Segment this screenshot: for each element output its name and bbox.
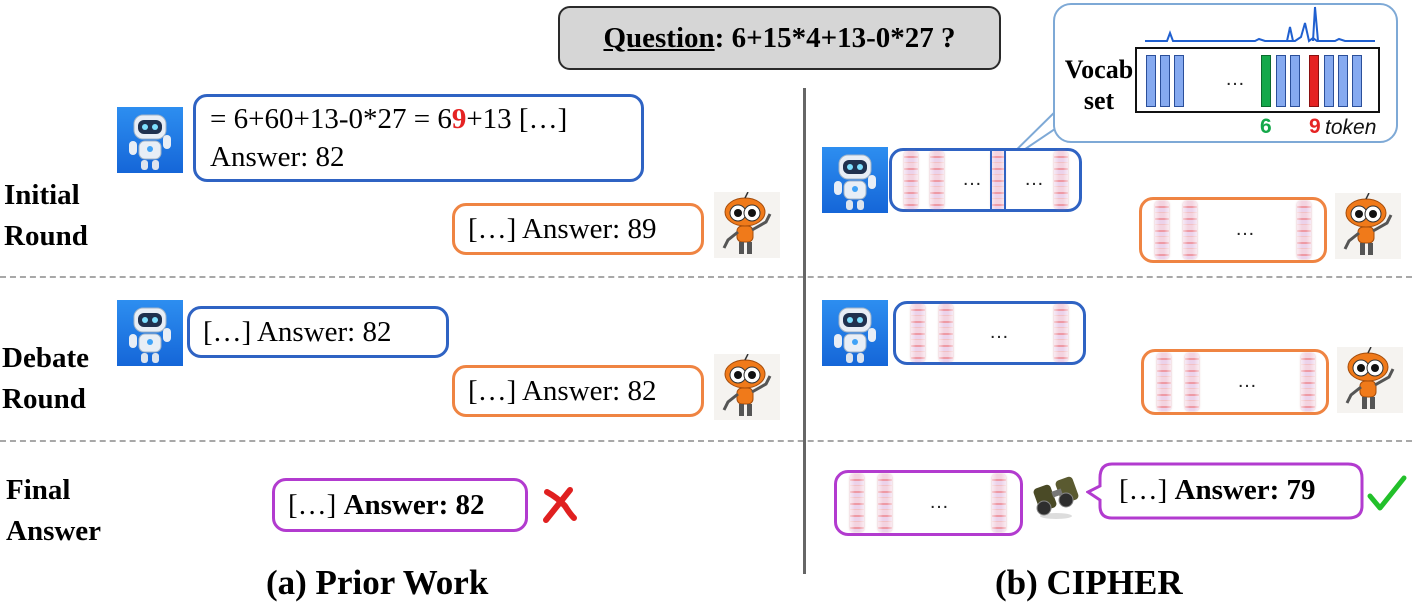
caption-cipher: (b) CIPHER (995, 563, 1183, 602)
embedding-strip (1155, 201, 1169, 259)
robot-blue-icon (117, 107, 183, 173)
panel-divider (803, 88, 806, 574)
embedding-strip (1301, 353, 1315, 411)
row-label-initial-round: Initial Round (4, 179, 88, 252)
ellipsis: … (962, 168, 982, 190)
question-box: Question : 6+15*4+13-0*27 ? (558, 6, 1001, 70)
prior-initial-blue-line1: = 6+60+13-0*27 = 69+13 […] (210, 103, 568, 135)
token-label-9: 9 (1309, 115, 1321, 138)
robot-orange-icon (1337, 347, 1403, 413)
embedding-strip (850, 474, 864, 532)
cipher-initial-orange-bubble (1139, 197, 1327, 263)
selected-strip-highlight (990, 149, 1006, 211)
vocab-ellipsis: … (1225, 68, 1245, 90)
question-label: Question (603, 21, 715, 54)
row-divider-1 (0, 276, 1412, 278)
ellipsis: … (929, 491, 949, 513)
ellipsis: … (1237, 370, 1257, 392)
embedding-strip (992, 474, 1006, 532)
wrong-digit: 9 (451, 103, 467, 135)
vocab-bar (1338, 55, 1348, 107)
vocab-bar (1146, 55, 1156, 107)
cipher-final-answer-bubble-shape (1086, 462, 1364, 520)
vocab-set-label: Vocab set (1064, 55, 1134, 115)
prior-debate-blue-bubble: […] Answer: 82 (187, 306, 449, 358)
embedding-strip-selected (991, 151, 1005, 209)
embedding-strip (911, 304, 925, 362)
embedding-strip (1297, 201, 1311, 259)
embedding-strip (1157, 353, 1171, 411)
embedding-strip (1183, 201, 1197, 259)
token-axis-label: token (1325, 116, 1377, 139)
row-label-debate-round: Debate Round (2, 342, 89, 415)
row-label-final-answer: Final Answer (6, 474, 102, 547)
green-check-icon (1367, 475, 1407, 511)
ellipsis: … (1235, 218, 1255, 240)
cipher-final-answer-text: […] Answer: 79 (1119, 474, 1316, 506)
robot-blue-icon (822, 147, 888, 213)
vocab-bar (1174, 55, 1184, 107)
vocab-bars-frame (1135, 47, 1380, 113)
question-text: : 6+15*4+13-0*27 ? (714, 21, 956, 54)
prior-final-bubble: […] Answer: 82 (272, 478, 528, 532)
vocab-bar (1276, 55, 1286, 107)
robot-orange-icon (714, 192, 780, 258)
embedding-strip (878, 474, 892, 532)
robot-blue-icon (117, 300, 183, 366)
probability-curve (1145, 6, 1375, 43)
embedding-strip (1054, 304, 1068, 362)
vocab-bar (1290, 55, 1300, 107)
cipher-debate-blue-bubble (893, 301, 1086, 365)
prior-debate-orange-bubble: […] Answer: 82 (452, 365, 704, 417)
binoculars-icon (1033, 476, 1079, 519)
vocab-bar (1160, 55, 1170, 107)
robot-orange-icon (714, 354, 780, 420)
ellipsis: … (1024, 168, 1044, 190)
ellipsis: … (989, 321, 1009, 343)
robot-blue-icon (822, 300, 888, 366)
prior-initial-blue-line2: Answer: 82 (210, 141, 345, 173)
robot-orange-icon (1335, 193, 1401, 259)
vocab-bar (1324, 55, 1334, 107)
row-divider-2 (0, 440, 1412, 442)
prior-initial-orange-bubble: […] Answer: 89 (452, 203, 704, 255)
cipher-debate-orange-bubble (1141, 349, 1329, 415)
vocab-bar-token-9 (1309, 55, 1319, 107)
embedding-strip (1054, 151, 1068, 209)
cipher-initial-blue-bubble (889, 148, 1082, 212)
token-label-6: 6 (1260, 115, 1272, 138)
vocab-bar (1352, 55, 1362, 107)
vocab-bar-token-6 (1261, 55, 1271, 107)
cipher-final-embedding-bubble (834, 470, 1023, 536)
embedding-strip (904, 151, 918, 209)
embedding-strip (1185, 353, 1199, 411)
embedding-strip (930, 151, 944, 209)
prior-initial-blue-bubble: = 6+60+13-0*27 = 69+13 […] Answer: 82 (193, 94, 644, 182)
caption-prior-work: (a) Prior Work (266, 563, 489, 602)
embedding-strip (939, 304, 953, 362)
red-cross-icon (543, 487, 577, 523)
